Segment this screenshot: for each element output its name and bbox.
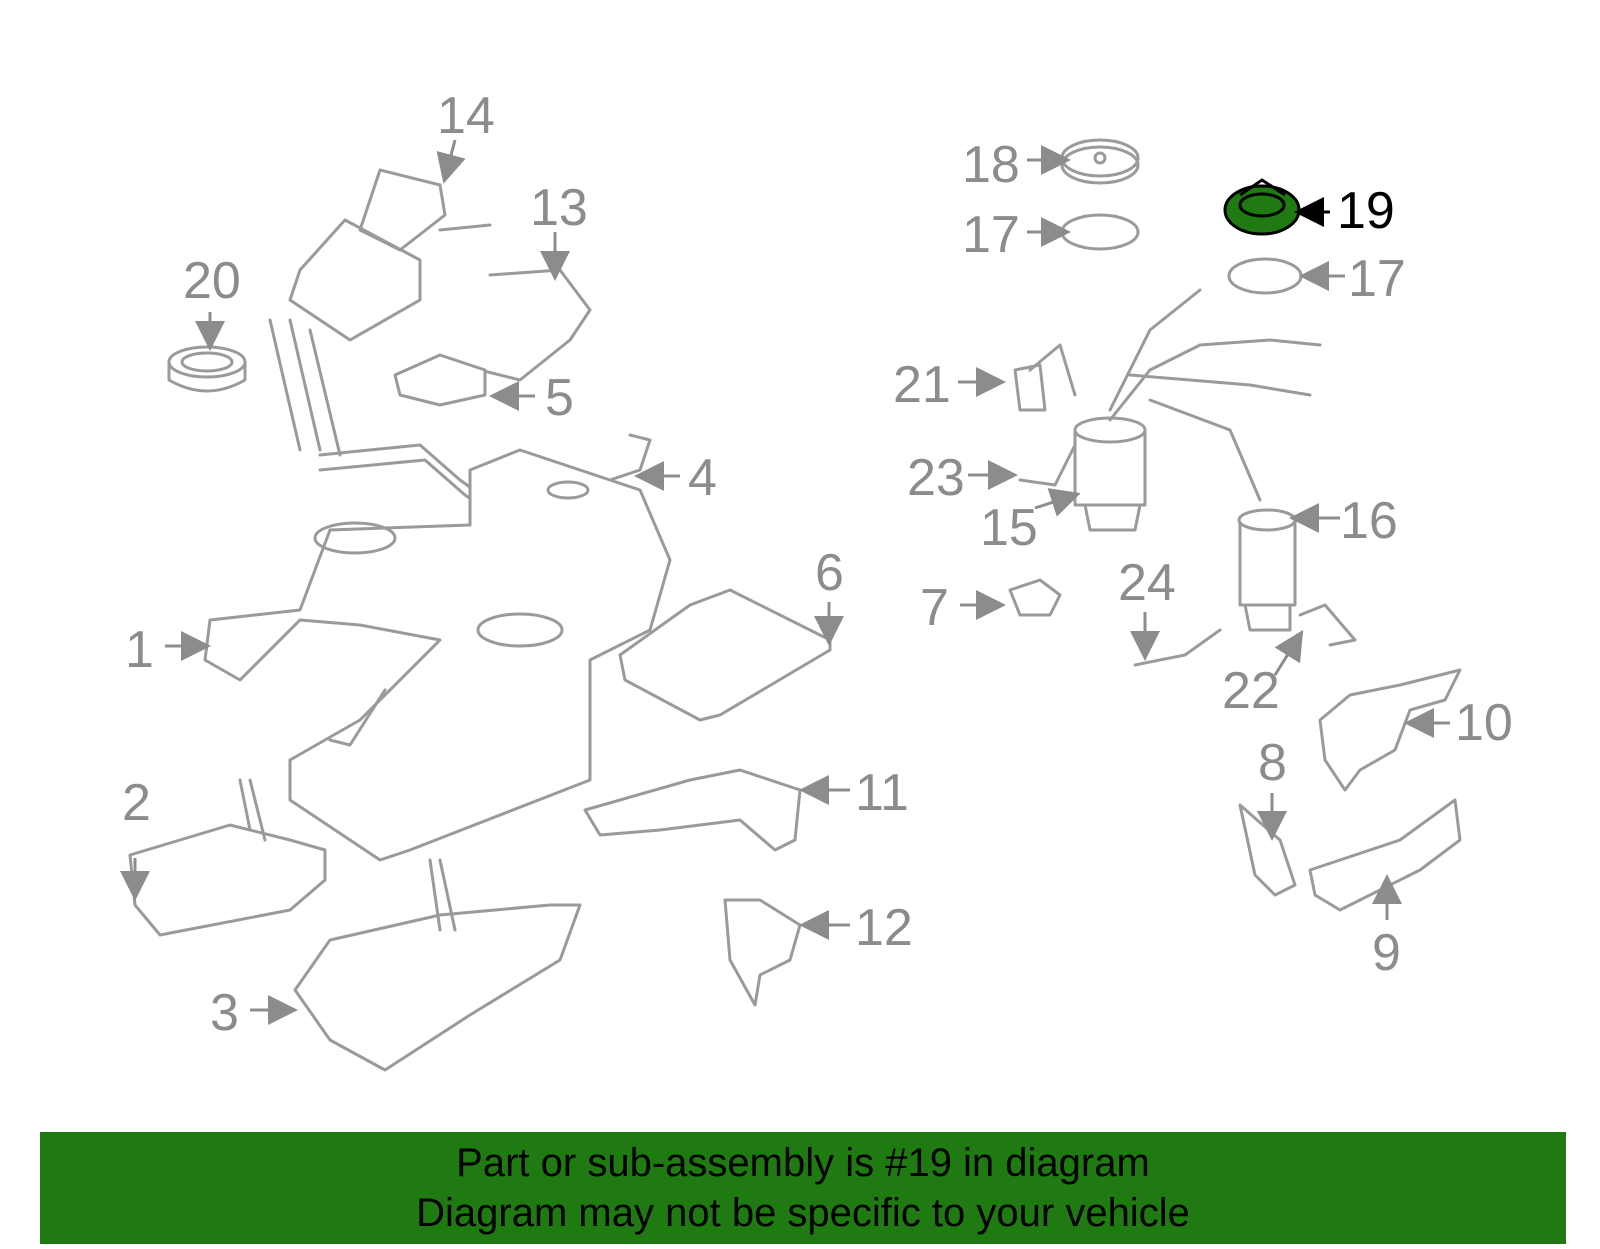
callout-5: 5 bbox=[545, 369, 574, 427]
bracket-part-12 bbox=[723, 898, 802, 1007]
banner-line-1: Part or sub-assembly is #19 in diagram bbox=[456, 1141, 1150, 1185]
shield-part-10 bbox=[1318, 668, 1462, 792]
callout-17-lower: 17 bbox=[1348, 250, 1406, 308]
callout-2: 2 bbox=[122, 774, 151, 832]
callout-1: 1 bbox=[125, 621, 154, 679]
bracket-part-4 bbox=[608, 433, 652, 482]
bracket-part-23 bbox=[1018, 443, 1077, 487]
callout-19: 19 bbox=[1337, 182, 1395, 240]
flange-part-18 bbox=[1060, 138, 1140, 185]
callout-8: 8 bbox=[1258, 734, 1287, 792]
callout-18: 18 bbox=[962, 136, 1020, 194]
callout-20: 20 bbox=[183, 252, 241, 310]
callout-21: 21 bbox=[893, 356, 951, 414]
callout-14: 14 bbox=[437, 87, 495, 145]
callout-9: 9 bbox=[1372, 924, 1401, 982]
hose-lines bbox=[1108, 288, 1322, 502]
seal-part-17-lower bbox=[1227, 257, 1303, 295]
callout-16: 16 bbox=[1340, 492, 1398, 550]
callout-22: 22 bbox=[1222, 662, 1280, 720]
callout-17-upper: 17 bbox=[962, 206, 1020, 264]
fuel-line-part-13 bbox=[478, 268, 592, 382]
shield-part-3 bbox=[293, 903, 582, 1072]
flange-part-19-highlighted bbox=[1223, 178, 1301, 236]
sensor-part-7 bbox=[1008, 578, 1062, 617]
bracket-part-11 bbox=[583, 768, 802, 852]
bracket-part-22 bbox=[1298, 603, 1357, 647]
lock-ring-part-20 bbox=[167, 345, 247, 393]
seal-part-17-upper bbox=[1060, 213, 1140, 251]
callout-4: 4 bbox=[688, 449, 717, 507]
shield-part-2 bbox=[128, 823, 327, 937]
rail-part-9 bbox=[1308, 798, 1462, 912]
callout-23: 23 bbox=[907, 449, 965, 507]
pump-module-part-15 bbox=[1073, 416, 1147, 532]
banner-line-2: Diagram may not be specific to your vehi… bbox=[416, 1191, 1190, 1235]
callout-10: 10 bbox=[1455, 694, 1513, 752]
callout-3: 3 bbox=[210, 984, 239, 1042]
callout-24: 24 bbox=[1118, 554, 1176, 612]
callout-12: 12 bbox=[855, 899, 913, 957]
bracket-part-21 bbox=[1013, 343, 1077, 412]
cover-part-5 bbox=[393, 353, 487, 407]
bracket-part-8 bbox=[1238, 803, 1297, 897]
callout-6: 6 bbox=[815, 544, 844, 602]
bracket-part-24 bbox=[1133, 628, 1222, 667]
callout-15: 15 bbox=[980, 499, 1038, 557]
fuel-tank-part-1 bbox=[203, 448, 672, 862]
info-banner: Part or sub-assembly is #19 in diagram D… bbox=[40, 1132, 1566, 1244]
callout-11: 11 bbox=[855, 764, 909, 822]
pump-module-part-16 bbox=[1237, 508, 1297, 632]
callout-7: 7 bbox=[920, 579, 949, 637]
callout-13: 13 bbox=[530, 179, 588, 237]
heat-shield-part-6 bbox=[618, 588, 832, 722]
